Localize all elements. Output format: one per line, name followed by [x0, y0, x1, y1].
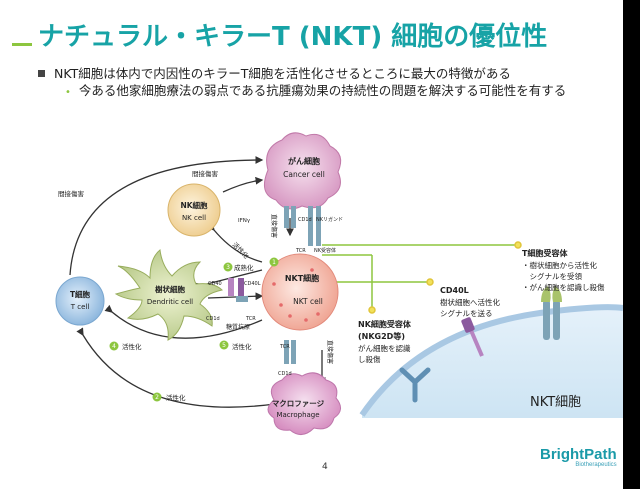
callout-nkr-title2: (NKG2D等): [358, 331, 405, 341]
membrane-tcr-icon: [541, 286, 562, 340]
cancer-cell-jp: がん細胞: [288, 156, 320, 166]
step-1-label: 1: [272, 259, 276, 266]
callout-nkr-title: NK細胞受容体: [358, 319, 412, 329]
callout-tcr-title: T細胞受容体: [522, 248, 568, 258]
callout-tcr-line1: ・樹状細胞から活性化: [522, 260, 597, 270]
label-nk-ligand: NKリガンド: [316, 216, 343, 223]
title-accent-bar: [12, 43, 32, 46]
callout-nk-receptor: NK細胞受容体 (NKG2D等) がん細胞を認識 し殺傷: [358, 319, 412, 364]
nkt-cell-en: NKT cell: [293, 297, 323, 306]
macrophage-jp: マクロファージ: [272, 398, 325, 408]
macrophage: マクロファージ Macrophage: [267, 372, 341, 435]
label-nk-receptor: NK受容体: [314, 247, 336, 254]
slide-title: ナチュラル・キラーT (NKT) 細胞の優位性: [38, 22, 548, 52]
label-cd40: CD40: [208, 281, 222, 287]
callout-connectors: [322, 241, 522, 314]
bullet-main-text: NKT細胞は体内で内因性のキラーT細胞を活性化させるところに最大の特徴がある: [54, 66, 511, 81]
nk-cell-en: NK cell: [182, 214, 206, 222]
nkt-cell-jp: NKT細胞: [285, 273, 319, 283]
cancer-cell-en: Cancer cell: [283, 170, 325, 179]
callout-tcr: T細胞受容体 ・樹状細胞から活性化 シグナルを受領 ・がん細胞を認識し殺傷: [522, 248, 605, 292]
label-activation-3: 活性化: [166, 393, 186, 402]
macrophage-en: Macrophage: [276, 411, 319, 419]
callout-cd40l: CD40L 樹状細胞へ活性化 シグナルを送る: [440, 286, 500, 318]
label-tcr-b: TCR: [295, 248, 306, 254]
right-black-border: [623, 0, 640, 489]
logo-subtitle: Biotherapeutics: [575, 462, 617, 468]
label-ifng: IFNγ: [238, 218, 251, 224]
t-cell-en: T cell: [70, 303, 90, 311]
dendritic-cell-en: Dendritic cell: [147, 298, 193, 306]
step-3-label: 3: [226, 264, 230, 271]
label-glycolipid: 糖質抗原: [226, 323, 250, 331]
label-maturation: 成熟化: [234, 263, 254, 272]
callout-tcr-line2: シグナルを受領: [522, 271, 582, 281]
nkt-membrane-panel: NKT細胞: [359, 286, 624, 418]
nk-cell-jp: NK細胞: [180, 200, 208, 210]
square-bullet-icon: [38, 70, 45, 77]
label-cd40l: CD40L: [244, 281, 261, 287]
page-number: 4: [322, 462, 328, 472]
label-indirect-left: 間接傷害: [58, 189, 85, 198]
callout-nkr-line2: し殺傷: [358, 354, 381, 364]
bullet-sub: • 今ある他家細胞療法の弱点である抗腫瘍効果の持続性の問題を解決する可能性を有する: [65, 80, 566, 99]
dendritic-cell: 樹状細胞 Dendritic cell: [114, 249, 223, 341]
label-activation-5: 活性化: [232, 342, 252, 351]
step-markers: 1 2 3 4 5: [109, 257, 279, 402]
label-tcr-c: TCR: [279, 344, 290, 350]
step-2-label: 2: [155, 394, 159, 401]
label-cd1d-a: CD1d: [206, 316, 220, 322]
nk-cell: NK細胞 NK cell: [167, 183, 221, 237]
callout-nkr-line1: がん細胞を認識: [358, 343, 411, 353]
callout-cd40l-line1: 樹状細胞へ活性化: [440, 297, 500, 307]
membrane-cd40l-icon: [461, 317, 484, 357]
receptor-sticks: [228, 206, 321, 364]
t-cell-jp: T細胞: [70, 289, 91, 299]
membrane-nk-receptor-icon: [399, 367, 431, 403]
bullet-main: NKT細胞は体内で内因性のキラーT細胞を活性化させるところに最大の特徴がある: [38, 63, 511, 82]
callout-cd40l-line2: シグナルを送る: [440, 308, 493, 318]
label-cd1d-b: CD1d: [298, 217, 312, 223]
dendritic-cell-jp: 樹状細胞: [155, 284, 185, 294]
step-5-label: 5: [222, 342, 226, 349]
callout-tcr-line3: ・がん細胞を認識し殺傷: [522, 282, 605, 292]
dot-bullet-icon: •: [65, 87, 71, 98]
label-indirect-top: 間接傷害: [192, 169, 219, 178]
membrane-label: NKT細胞: [530, 395, 581, 410]
label-activation-4: 活性化: [122, 342, 142, 351]
company-logo: BrightPath Biotherapeutics: [540, 446, 617, 468]
bullet-sub-text: 今ある他家細胞療法の弱点である抗腫瘍効果の持続性の問題を解決する可能性を有する: [78, 83, 567, 98]
t-cell: T細胞 T cell: [55, 276, 105, 326]
callout-cd40l-title: CD40L: [440, 286, 469, 295]
label-direct-damage-2: 直接傷害: [326, 340, 334, 364]
arrow-arcs: [69, 156, 326, 408]
step-4-label: 4: [112, 343, 116, 350]
label-tcr-a: TCR: [245, 316, 256, 322]
nkt-cell: NKT細胞 NKT cell: [261, 253, 339, 331]
cancer-cell: がん細胞 Cancer cell: [263, 132, 342, 210]
label-cd1d-c: CD1d: [278, 371, 292, 377]
label-direct-damage: 直接傷害: [270, 214, 278, 238]
logo-name: BrightPath: [540, 446, 617, 463]
